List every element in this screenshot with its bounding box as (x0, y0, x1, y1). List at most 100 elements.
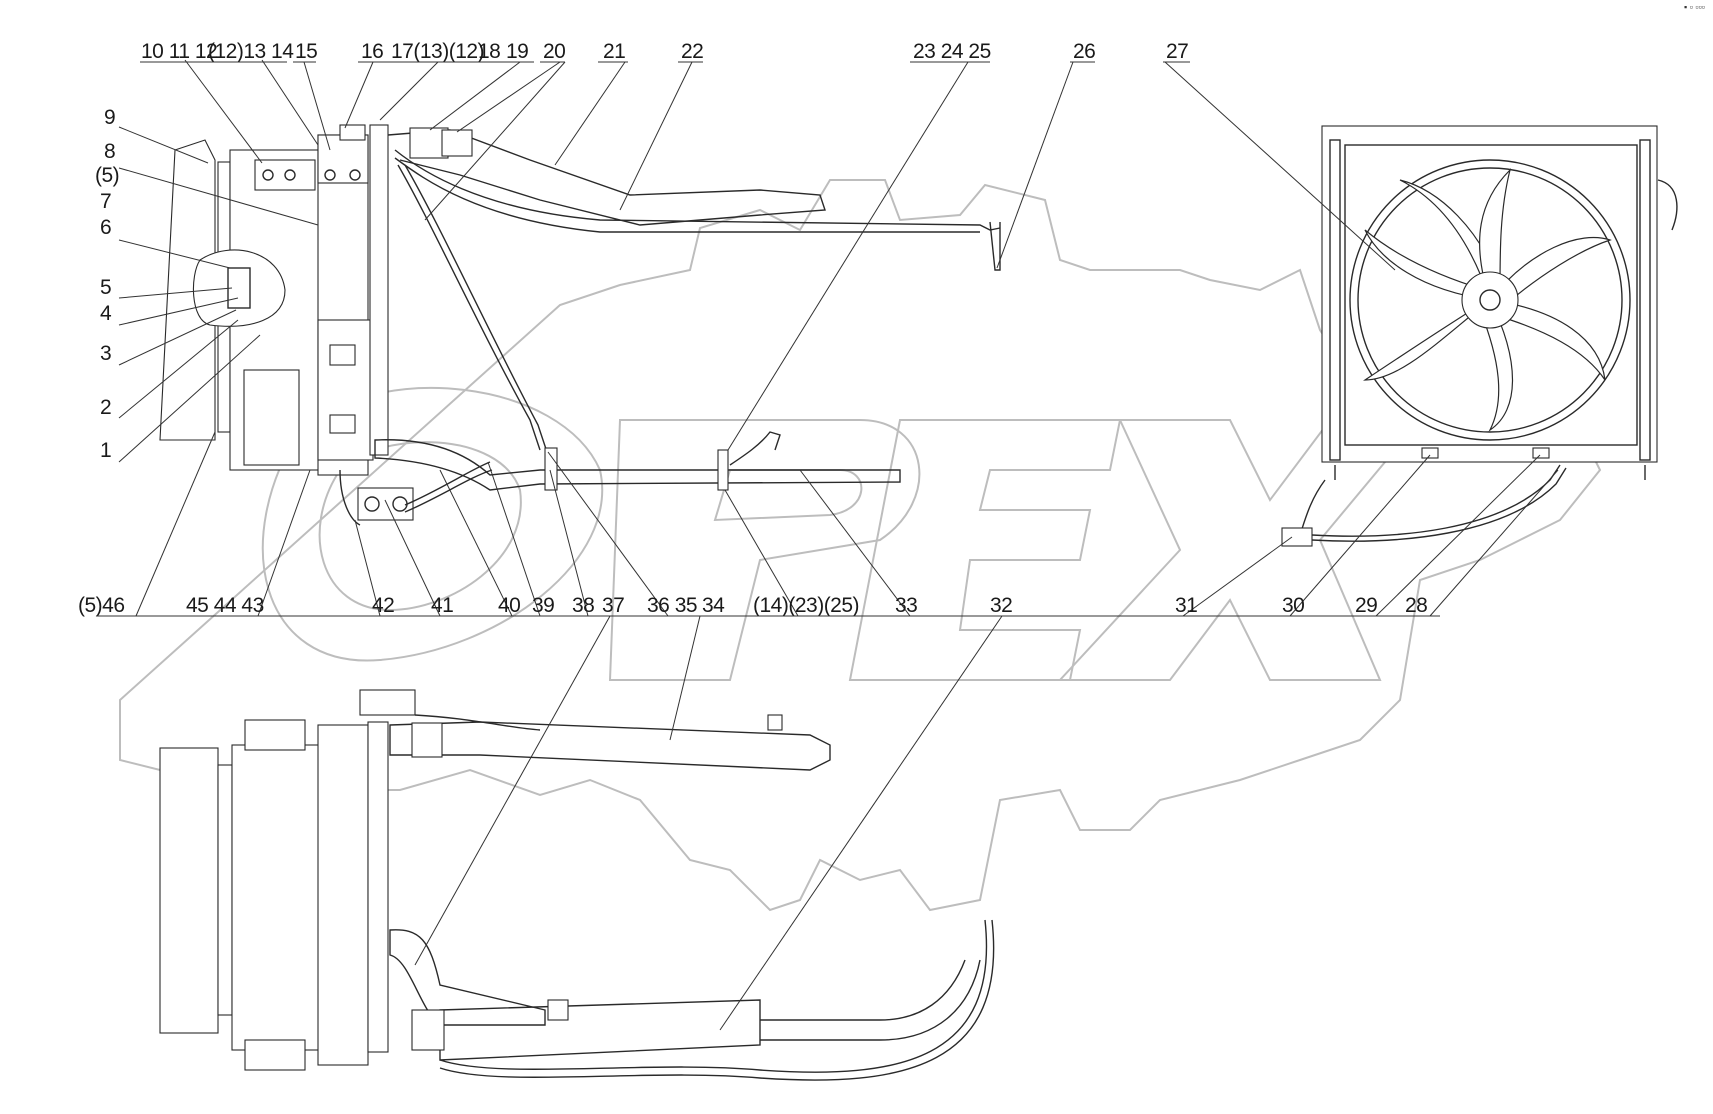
fan-motor-lead (1299, 479, 1326, 536)
callout-8: 8 (104, 140, 115, 163)
fan-shroud-inner (1344, 144, 1638, 446)
callout-28: 28 (1405, 594, 1427, 617)
frame-rail-left (1329, 139, 1341, 461)
radiator-side-view (159, 124, 414, 521)
callout-underlines (96, 61, 1440, 617)
watermark-letter-x (1057, 419, 1423, 681)
clamp (411, 1009, 445, 1051)
shroud-top-view (159, 747, 219, 1034)
bolt (324, 169, 336, 181)
callout-33: 33 (895, 594, 917, 617)
radiator-top-view (159, 689, 995, 1081)
callout-6: 6 (100, 216, 111, 239)
callout-5-46: (5)46 (78, 594, 125, 617)
callout-41: 41 (431, 594, 453, 617)
drain-hose-42 (339, 469, 361, 526)
fan-blade (1364, 229, 1492, 301)
upper-hose-assembly (387, 127, 1001, 456)
callout-4: 4 (100, 302, 112, 325)
clamp (411, 722, 443, 758)
bracket-30 (1421, 447, 1439, 459)
callout-9: 9 (104, 106, 115, 129)
callout-37: 37 (602, 594, 624, 617)
deaeration-line-20b (404, 164, 549, 456)
valve-block-41-42 (357, 487, 414, 521)
fan-blade (1479, 298, 1513, 432)
lower-pipe-32 (439, 999, 761, 1061)
return-pipe (760, 959, 966, 1021)
callout-5: 5 (100, 276, 111, 299)
bolt (349, 169, 361, 181)
callout-20: 20 (543, 40, 565, 63)
filler-cap-16 (339, 124, 366, 141)
upper-pipe-34 (389, 721, 831, 771)
fan-ring-inner (1357, 167, 1623, 433)
vent-pipe-22b (394, 157, 980, 233)
radiator-top-view-core (317, 724, 369, 1066)
side-hose (1657, 179, 1678, 231)
upper-hose-21 (387, 129, 826, 226)
callout-14-23-25: (14)(23)(25) (753, 594, 859, 617)
callout-5-ref: (5) (95, 164, 119, 187)
watermark-gear-outline (119, 179, 1602, 912)
fan-ring (1349, 159, 1631, 441)
callout-1: 1 (100, 439, 111, 462)
pipe-clamp-36 (544, 447, 558, 491)
harness-28 (1311, 464, 1561, 537)
vent-line-bottom (439, 919, 988, 1073)
callout-18: 18 (478, 40, 500, 63)
hose-top (414, 714, 541, 731)
callout-12-13-14: (12)13 14 (208, 40, 294, 63)
callout-23-24-25: 23 24 25 (913, 40, 991, 63)
lower-port (329, 414, 356, 434)
lower-port (329, 344, 356, 366)
top-bracket (244, 719, 306, 751)
frame-rail-right (1639, 139, 1651, 461)
callout-26: 26 (1073, 40, 1095, 63)
bracket-29 (1532, 447, 1550, 459)
lower-tank (317, 319, 374, 461)
callout-34: 34 (702, 594, 725, 617)
pipe-bundle (367, 721, 389, 1053)
fan-blade (1479, 168, 1512, 302)
connector-31 (1281, 527, 1313, 547)
callout-30: 30 (1282, 594, 1304, 617)
harness-28b (1311, 467, 1567, 542)
fan-blade (1363, 299, 1491, 381)
reservoir-box (243, 369, 300, 466)
callout-38: 38 (572, 594, 594, 617)
callout-7: 7 (100, 190, 111, 213)
vent-pipe-22 (394, 149, 1001, 231)
vent-end-26 (989, 221, 1001, 271)
fan-shroud-front-view (1281, 125, 1678, 547)
bottom-bracket (244, 1039, 306, 1071)
valve-port (364, 496, 380, 512)
callout-40: 40 (498, 594, 520, 617)
hose-clamp-19 (441, 129, 473, 157)
callout-22: 22 (681, 40, 703, 63)
bolt (262, 169, 274, 181)
shroud-flange-top (217, 764, 233, 1016)
fan-hub (1461, 271, 1519, 329)
vent-line-bottom-b (439, 919, 995, 1081)
callout-21: 21 (603, 40, 625, 63)
intercooler-top-view (231, 744, 323, 1051)
callout-29: 29 (1355, 594, 1377, 617)
callout-10-11-12: 10 11 12 (141, 40, 217, 63)
side-frame (369, 124, 389, 456)
pipe-clamp-14 (717, 449, 729, 491)
callout-32: 32 (990, 594, 1012, 617)
bypass-hose-40 (404, 461, 491, 506)
callout-16: 16 (361, 40, 383, 63)
callout-17-13-12: 17(13)(12) (391, 40, 484, 63)
corner-mark: ▪ ▫ ▫▫▫ (1684, 2, 1705, 12)
lower-pipe-33 (374, 439, 901, 491)
control-unit-dome (192, 249, 286, 327)
sensor-port (767, 714, 783, 731)
callout-2: 2 (100, 396, 111, 419)
callout-27: 27 (1166, 40, 1188, 63)
leader-lines (118, 59, 1559, 1031)
lower-pipe-assembly (339, 431, 901, 526)
clamp-small (547, 999, 569, 1021)
